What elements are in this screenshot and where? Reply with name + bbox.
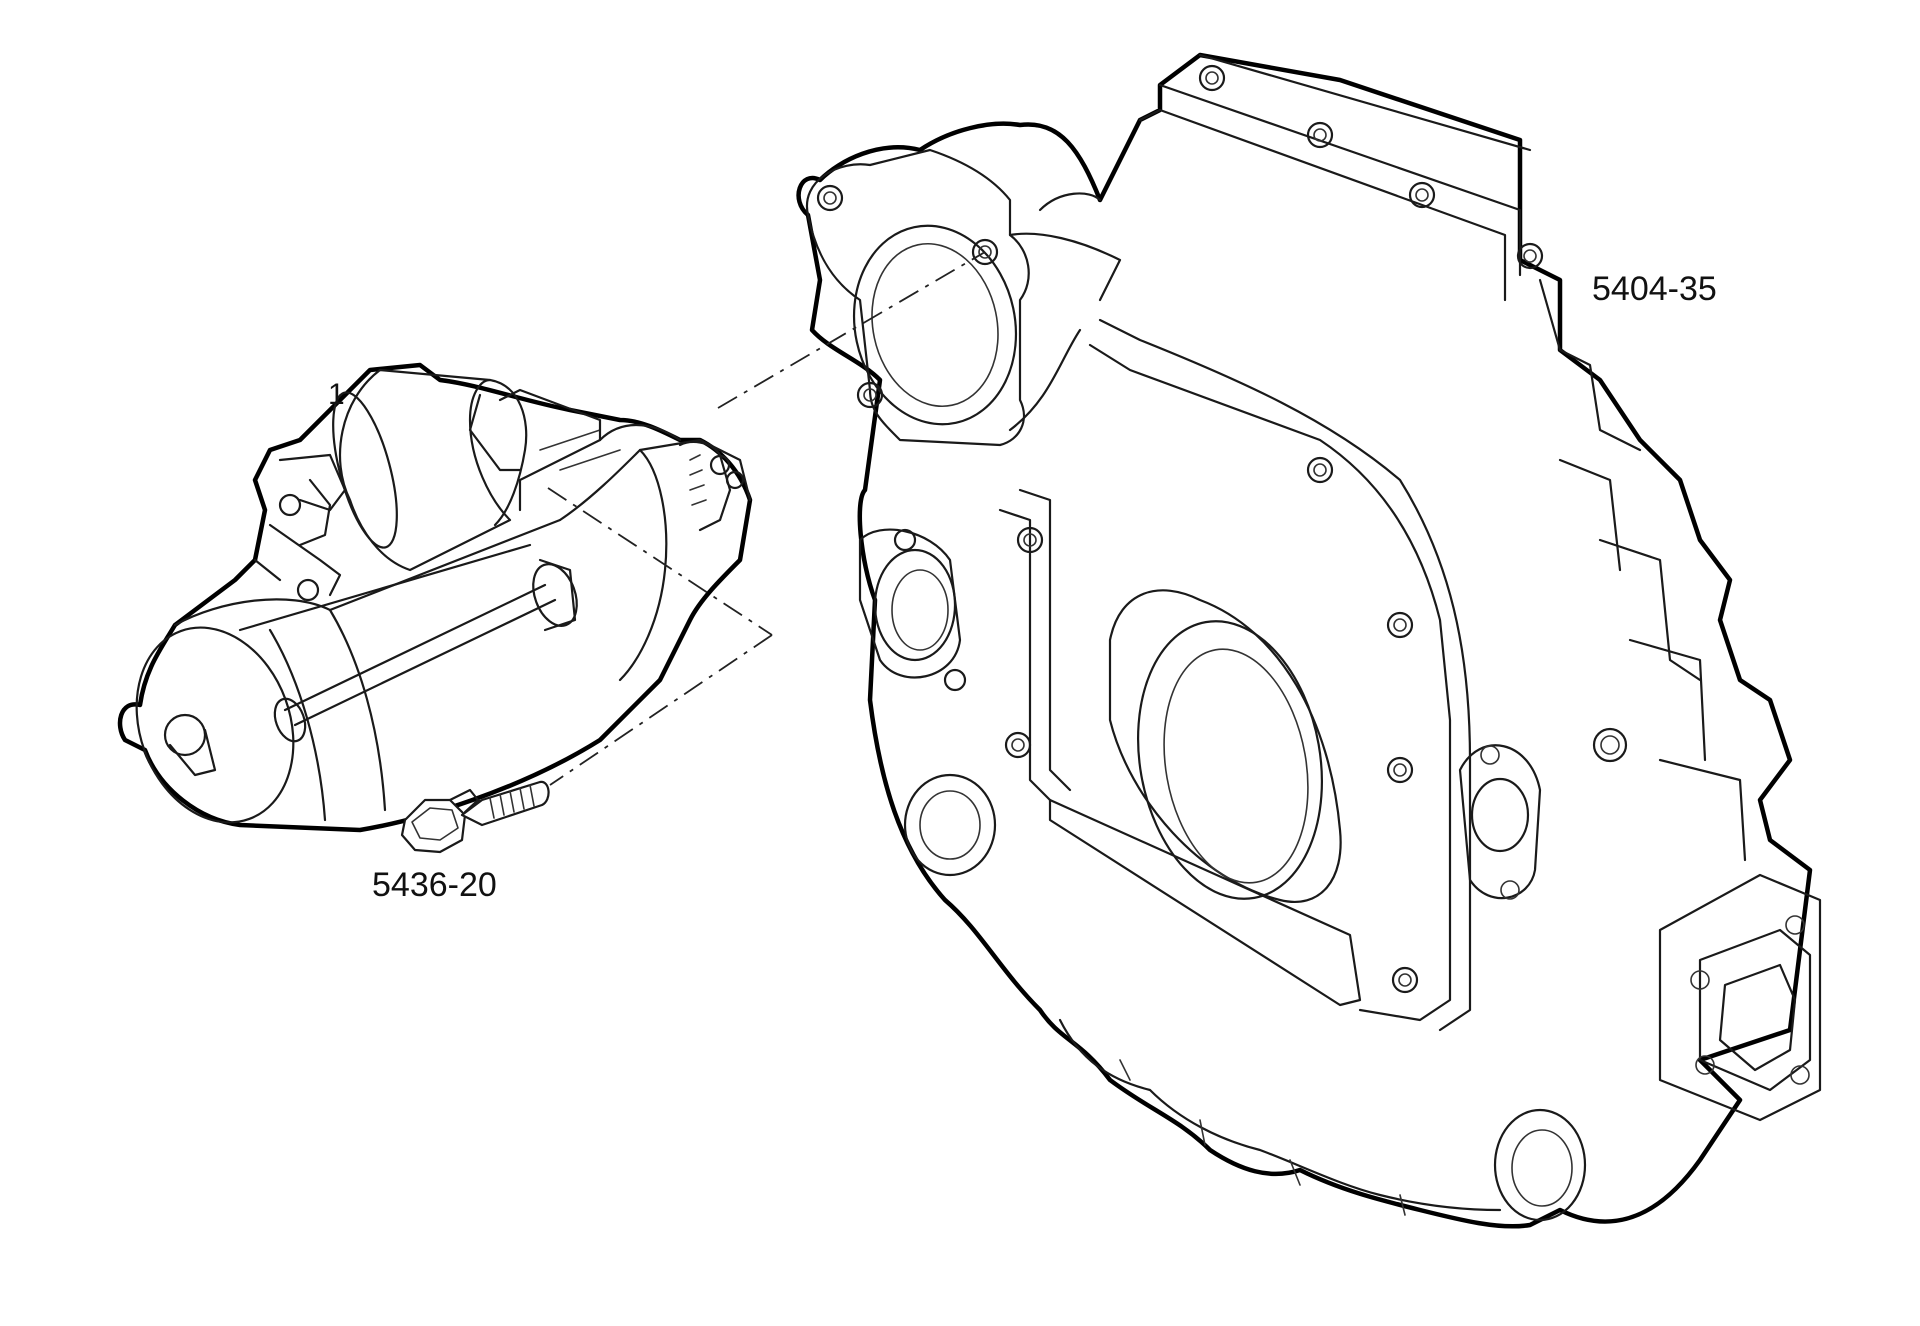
- starter-motor-icon: [117, 362, 753, 833]
- bolt-centerline: [549, 634, 773, 786]
- flywheel-housing-icon: [796, 52, 1822, 1229]
- hex-flange-bolt-icon: [400, 780, 550, 854]
- assembly-centerlines: [547, 251, 986, 786]
- callout-starter-motor: 1: [328, 378, 345, 411]
- callout-flywheel-housing: 5404-35: [1592, 270, 1717, 308]
- lower-centerline: [547, 487, 773, 636]
- callout-bolt: 5436-20: [372, 866, 497, 904]
- upper-centerline: [717, 251, 986, 409]
